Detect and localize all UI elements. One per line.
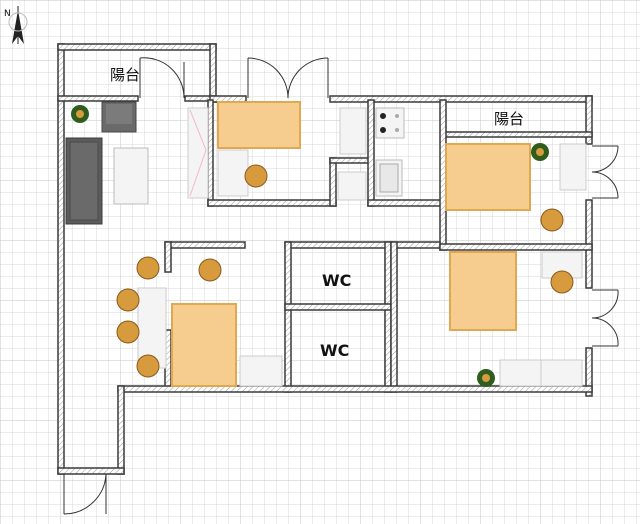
doors xyxy=(63,57,619,515)
wall-closet-top xyxy=(329,157,373,164)
wall-entry-right xyxy=(117,385,125,475)
wall-study-bottom xyxy=(207,199,337,207)
bed-left xyxy=(171,303,237,387)
wall-top-left xyxy=(57,43,217,51)
wall-balcony-right-bottom xyxy=(444,131,593,138)
plant-bedroom-right-top xyxy=(531,143,549,161)
stool-dining-1 xyxy=(136,256,160,280)
furniture xyxy=(65,101,587,387)
plant-bedroom-right-bottom xyxy=(477,369,495,387)
stool-dining-2 xyxy=(116,288,140,312)
room-labels: 陽台 陽台 WC WC xyxy=(110,66,524,360)
stool-study xyxy=(244,164,268,188)
wall-wc-middle xyxy=(284,303,392,311)
wall-entry-bottom xyxy=(57,467,125,475)
compass: N xyxy=(4,6,28,44)
wall-bedroom-right-left xyxy=(390,241,398,393)
label-wc-upper: WC xyxy=(322,271,351,290)
wall-corridor-a xyxy=(164,241,246,249)
study-desk xyxy=(217,149,249,197)
wardrobe-left xyxy=(239,355,283,387)
desk-right-top xyxy=(559,143,587,191)
wall-balcony-left-bottom-a xyxy=(57,95,139,102)
label-balcony-left: 陽台 xyxy=(110,66,140,84)
stove xyxy=(375,107,405,139)
wall-right-top xyxy=(585,95,593,145)
compass-label: N xyxy=(4,9,11,19)
wall-outer-left xyxy=(57,43,65,475)
wall-corridor-c xyxy=(439,243,593,251)
wall-corridor-b xyxy=(284,241,441,249)
label-wc-lower: WC xyxy=(320,341,349,360)
plant-living xyxy=(71,105,89,123)
study-bed xyxy=(217,101,301,149)
closet-box xyxy=(337,171,367,201)
tv-cabinet xyxy=(187,107,209,199)
wall-study-left xyxy=(207,99,214,207)
stool-right-bottom xyxy=(550,270,574,294)
wall-right-bottom xyxy=(585,347,593,397)
label-balcony-right: 陽台 xyxy=(494,110,524,128)
stool-bedroom-left xyxy=(198,258,222,282)
cabinet xyxy=(339,107,367,155)
bed-right-bottom xyxy=(449,251,517,331)
bed-right-top xyxy=(445,143,531,211)
stool-dining-4 xyxy=(136,354,160,378)
wall-closet-left xyxy=(329,157,337,207)
wall-kitchen-bottom xyxy=(367,199,447,207)
wall-balcony-left-right xyxy=(209,43,217,103)
wall-bedroom-left-a xyxy=(164,241,172,273)
wall-wc-left xyxy=(284,241,292,393)
stool-dining-3 xyxy=(116,320,140,344)
wall-wc-right xyxy=(384,241,392,393)
coffee-table xyxy=(113,147,149,205)
stool-right-top xyxy=(540,208,564,232)
wall-kitchen-left xyxy=(367,99,375,207)
